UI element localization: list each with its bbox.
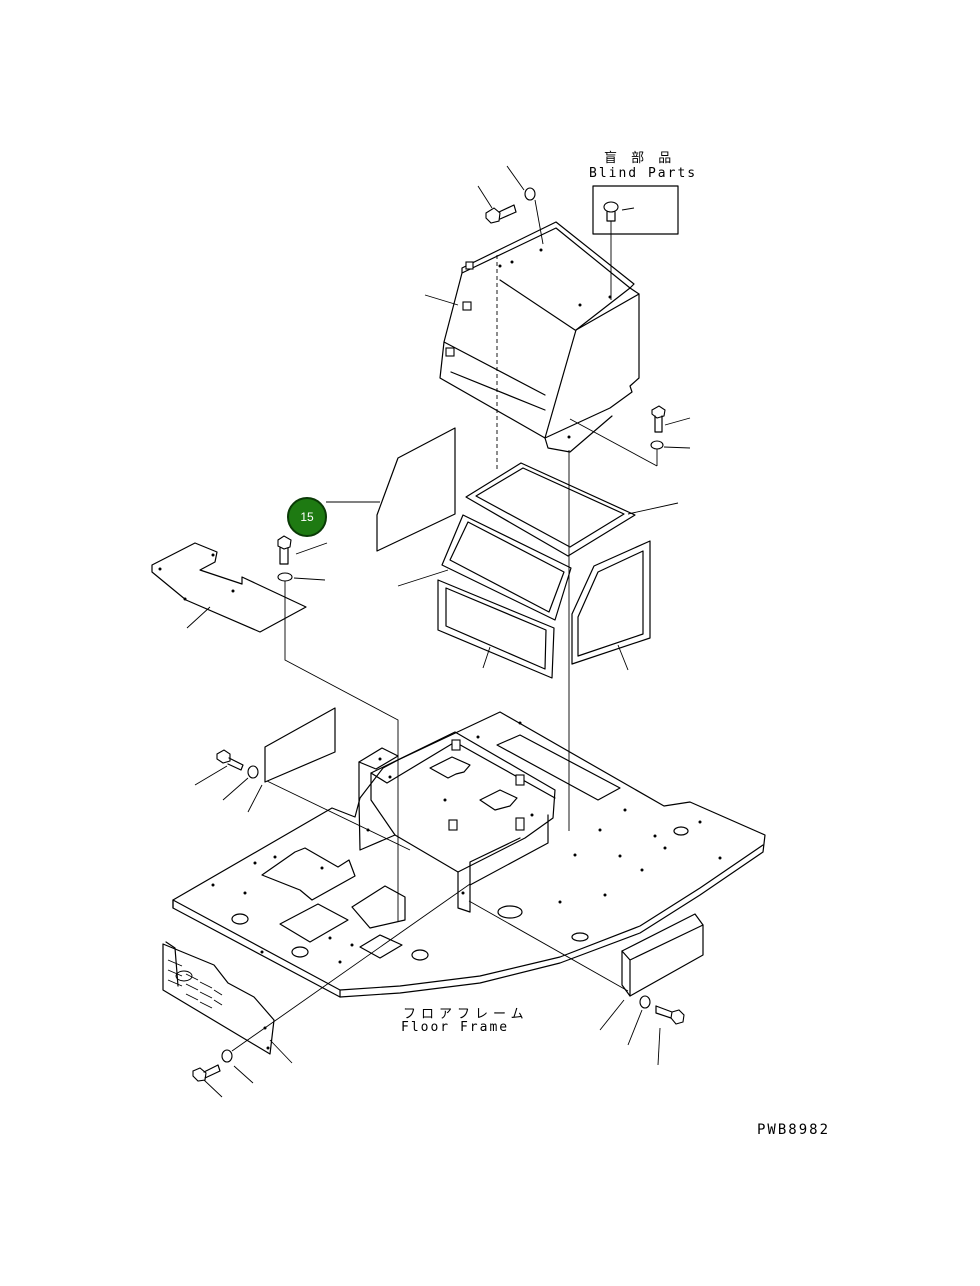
floor-frame-label-jp: フロアフレーム <box>403 1007 529 1022</box>
floor-frame-label: Floor Frame <box>401 1020 510 1035</box>
bolt-icon <box>655 1005 685 1066</box>
bolt-icon <box>651 405 691 433</box>
left-side-glass <box>326 427 456 552</box>
bolt-icon <box>192 1064 223 1098</box>
part-callout-15[interactable]: 15 <box>287 497 327 537</box>
washer-icon <box>277 572 326 582</box>
drawing-code: PWB8982 <box>757 1122 831 1138</box>
washer-icon <box>222 765 263 813</box>
blind-parts-label: Blind Parts <box>589 166 698 181</box>
floor-mat <box>151 542 307 633</box>
blind-parts-label-jp: 盲 部 品 <box>604 151 677 166</box>
right-side-glass <box>571 540 651 671</box>
floor-frame <box>172 711 766 998</box>
roof-glass <box>465 462 679 557</box>
seat-mount-bracket <box>358 731 556 913</box>
lower-front-glass <box>437 579 555 679</box>
bolt-icon <box>277 535 328 565</box>
washer-icon <box>599 995 651 1046</box>
bolt-icon <box>477 185 517 224</box>
washer-icon <box>569 418 691 467</box>
top-cover <box>424 199 640 470</box>
bolt-icon <box>194 749 244 786</box>
washer-icon <box>221 1049 254 1084</box>
right-under-cover <box>621 913 704 997</box>
washer-icon <box>506 165 536 201</box>
front-glass <box>397 514 572 621</box>
rear-cover-plate <box>264 707 411 851</box>
blind-parts-box <box>592 185 679 300</box>
front-louver-cover <box>162 941 293 1064</box>
bolt-icon <box>603 201 635 222</box>
